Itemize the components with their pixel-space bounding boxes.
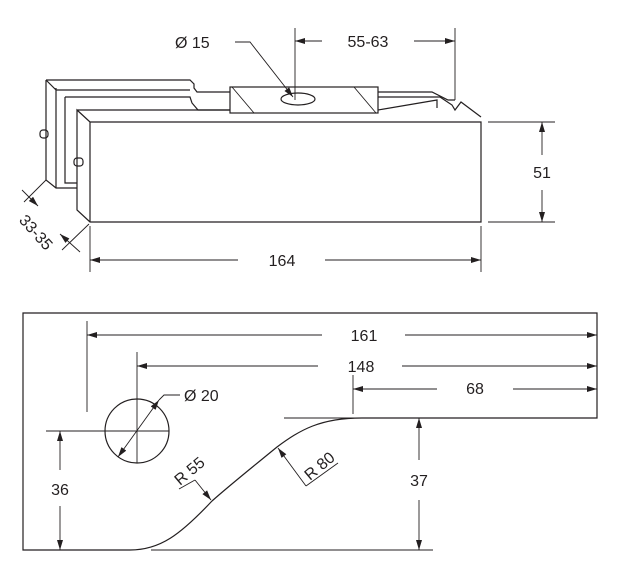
extension-lines xyxy=(89,226,482,272)
radius-large-label: R 80 xyxy=(302,449,339,484)
profile-outline xyxy=(22,312,598,551)
dim-arrow xyxy=(194,479,212,501)
offset-label: 55-63 xyxy=(348,34,389,51)
length-label: 164 xyxy=(269,253,296,270)
dim-arrow xyxy=(277,447,307,487)
diameter-leader xyxy=(158,394,180,401)
dim-arrow xyxy=(21,189,39,207)
flat-length-label: 68 xyxy=(466,381,484,398)
depth-label: 33-35 xyxy=(15,212,55,254)
pin xyxy=(39,129,49,139)
back-plate-outline xyxy=(45,79,455,189)
inner-frame xyxy=(64,96,482,184)
diameter-arrow xyxy=(117,399,160,458)
dim-arrow xyxy=(59,233,81,253)
hole-diameter-label: Ø 20 xyxy=(184,388,219,405)
block-chamfer xyxy=(231,86,377,114)
radius-leader xyxy=(178,479,196,490)
center-block xyxy=(229,86,379,114)
hole-diameter-label: Ø 15 xyxy=(175,35,210,52)
pin xyxy=(73,157,84,167)
radius-leader xyxy=(305,462,339,487)
front-box xyxy=(76,108,482,223)
hole-height-label: 36 xyxy=(51,482,69,499)
reference-lines xyxy=(151,417,433,551)
hole-to-end-label: 148 xyxy=(348,359,375,376)
bottom-view-profile: Ø 20 161 148 68 R 55 R 80 36 37 xyxy=(22,312,598,551)
height-label: 51 xyxy=(533,165,551,182)
radius-small-label: R 55 xyxy=(172,454,209,489)
overall-length-label: 161 xyxy=(351,328,378,345)
spindle-hole xyxy=(280,92,316,106)
step-height-label: 37 xyxy=(410,473,428,490)
top-view-patch-fitting: Ø 15 55-63 51 164 33-35 xyxy=(15,28,555,272)
hole-leader xyxy=(235,41,294,98)
extension-lines xyxy=(23,179,90,251)
